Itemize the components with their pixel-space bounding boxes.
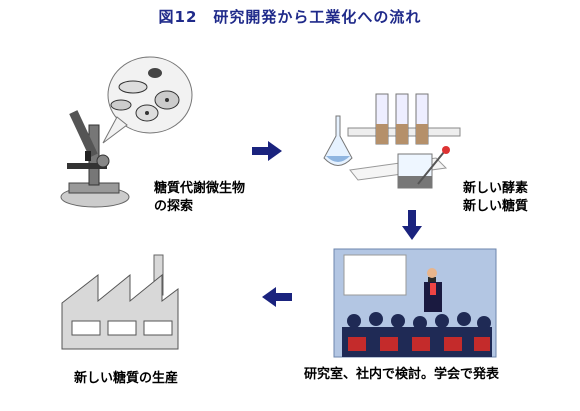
diagram-title: 図12 研究開発から工業化への流れ: [158, 8, 422, 26]
step-label-enzyme-sugar: 新しい酵素新しい糖質: [463, 181, 529, 214]
lab-glassware-icon: [323, 93, 461, 189]
microscope-icon: [60, 56, 193, 208]
arrow-left-icon: [262, 287, 292, 307]
arrow-down-icon: [402, 210, 422, 240]
step-label-production: 新しい糖質の生産: [74, 371, 179, 386]
step-label-study-presentation: 研究室、社内で検討。学会で発表: [304, 367, 500, 382]
arrow-right-icon: [252, 141, 282, 161]
factory-icon: [61, 254, 179, 350]
step-label-microbe-search: 糖質代謝微生物の探索: [154, 181, 246, 214]
presentation-icon: [333, 248, 497, 358]
